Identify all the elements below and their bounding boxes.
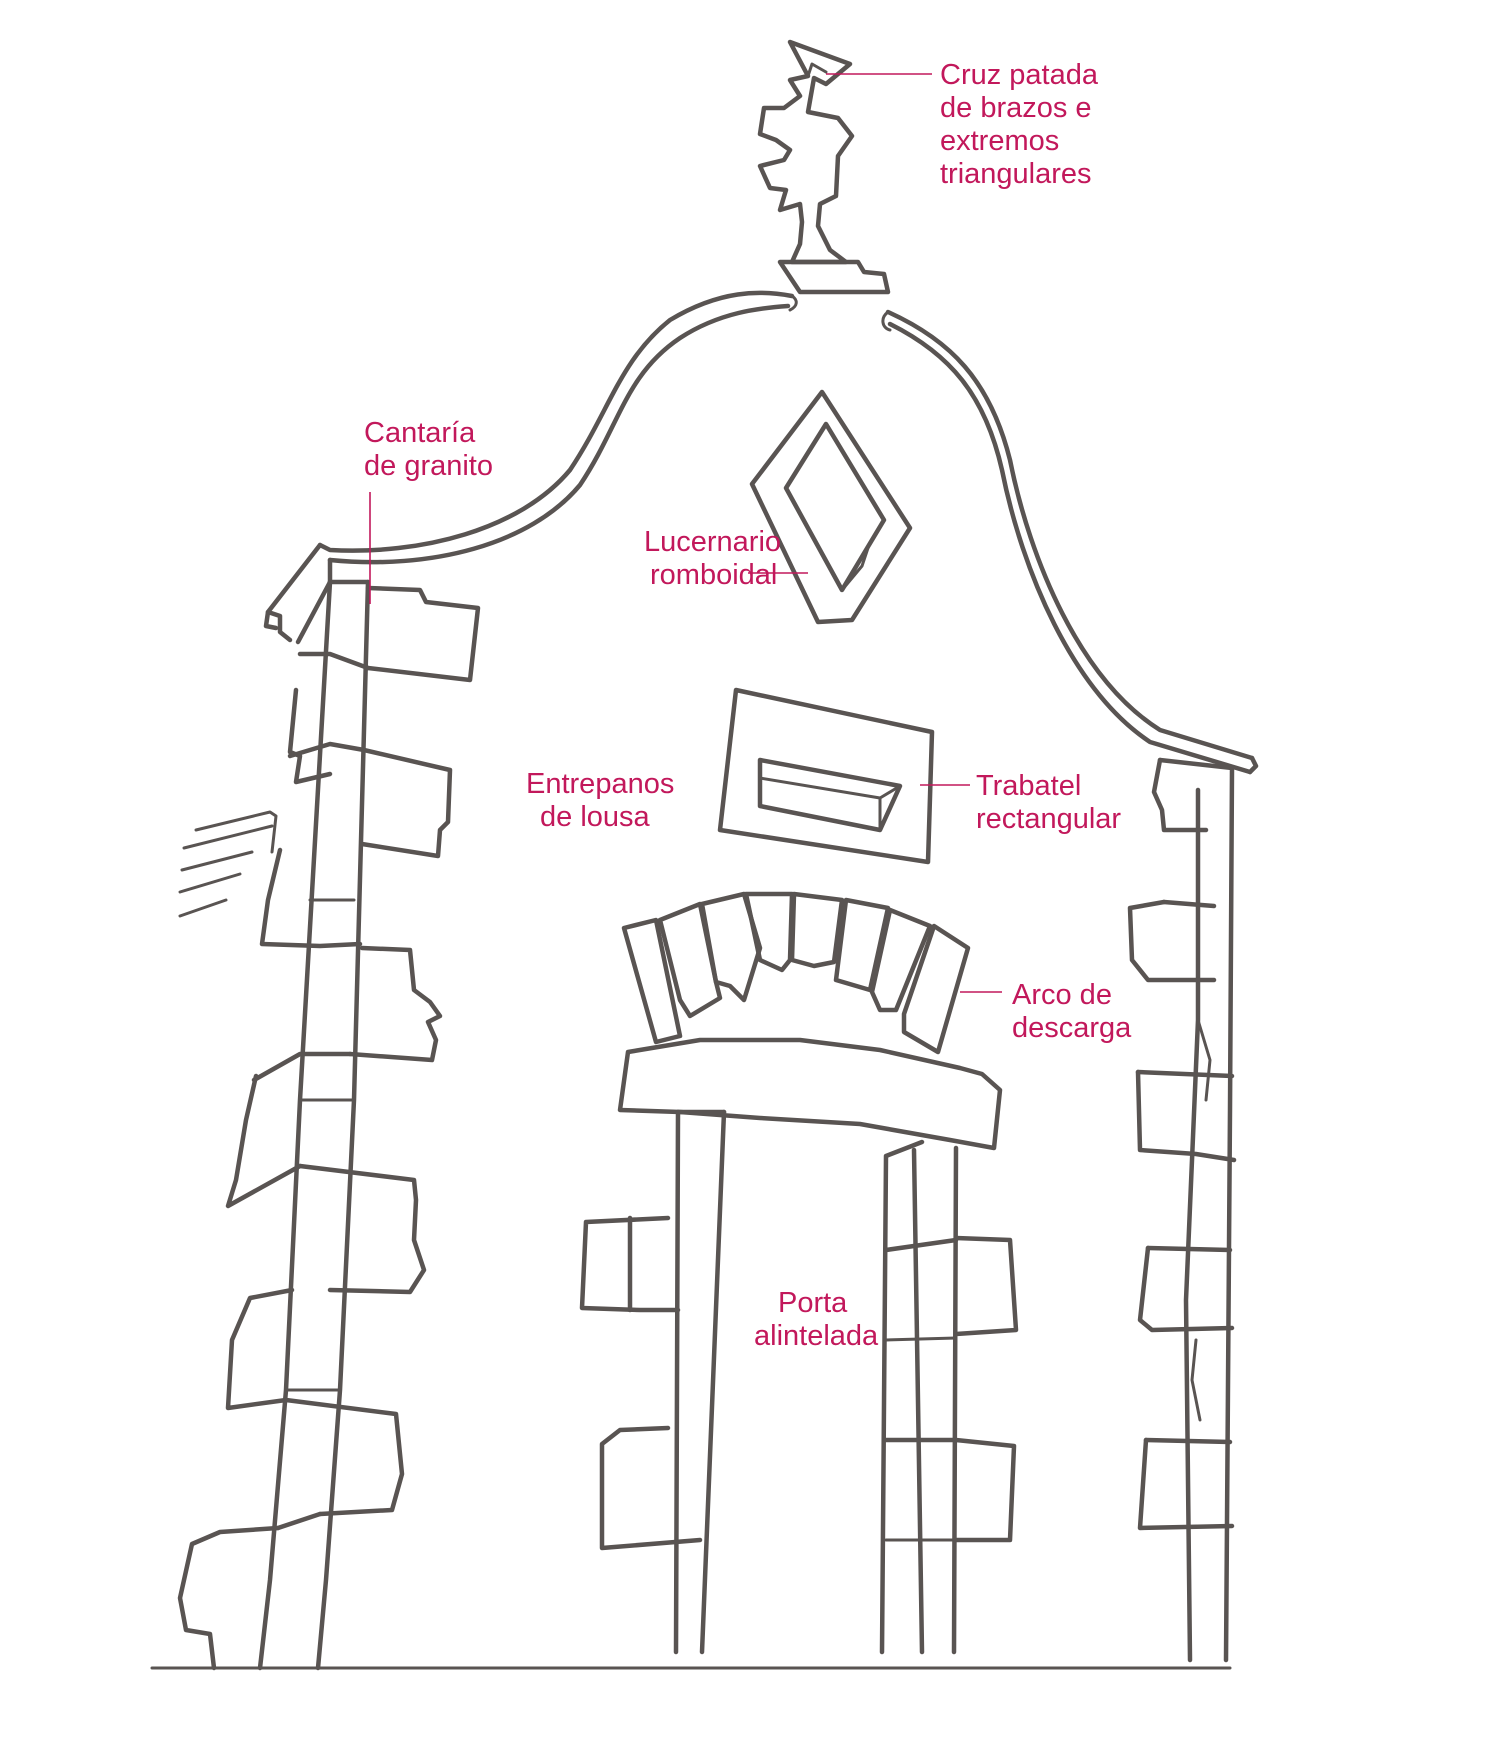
label-cross-line-4: triangulares: [940, 158, 1092, 190]
label-transom: Trabatel rectangular: [976, 770, 1121, 835]
label-cross-line-2: de brazos e: [940, 92, 1092, 124]
label-door-line-2: alintelada: [754, 1320, 879, 1352]
diamond-skylight: [749, 389, 913, 625]
label-skylight-line-1: Lucernario: [644, 526, 781, 558]
label-transom-line-1: Trabatel: [976, 770, 1081, 802]
label-panels-line-2: de lousa: [540, 801, 651, 833]
left-corner-quoins: [177, 542, 481, 1671]
label-masonry-line-1: Cantaría: [364, 417, 476, 449]
door-jambs: [579, 1109, 1019, 1655]
label-transom-line-2: rectangular: [976, 803, 1121, 835]
right-corner-quoins: [1127, 757, 1237, 1663]
label-cross-line-1: Cruz patada: [940, 59, 1099, 91]
label-masonry-line-2: de granito: [364, 450, 493, 482]
relieving-arch: [621, 891, 971, 1055]
label-arch: Arco de descarga: [1012, 979, 1132, 1044]
label-skylight: Lucernario romboidal: [644, 526, 789, 591]
label-masonry: Cantaría de granito: [364, 417, 493, 482]
label-door-line-1: Porta: [778, 1287, 848, 1319]
rectangular-transom: [717, 687, 935, 865]
gable-coping: [317, 290, 1259, 775]
label-arch-line-1: Arco de: [1012, 979, 1112, 1011]
label-panels: Entrepanos de lousa: [526, 768, 682, 833]
annotation-leaders: [369, 73, 1002, 993]
side-wall-edge: [178, 810, 278, 918]
annotation-labels: Cruz patada de brazos e extremos triangu…: [364, 59, 1132, 1352]
pattee-cross: [757, 39, 891, 295]
label-arch-line-2: descarga: [1012, 1012, 1132, 1044]
label-cross-line-3: extremos: [940, 125, 1059, 157]
label-skylight-line-2: romboidal: [650, 559, 777, 591]
label-door: Porta alintelada: [754, 1287, 879, 1352]
label-panels-line-1: Entrepanos: [526, 768, 674, 800]
label-cross: Cruz patada de brazos e extremos triangu…: [940, 59, 1106, 190]
